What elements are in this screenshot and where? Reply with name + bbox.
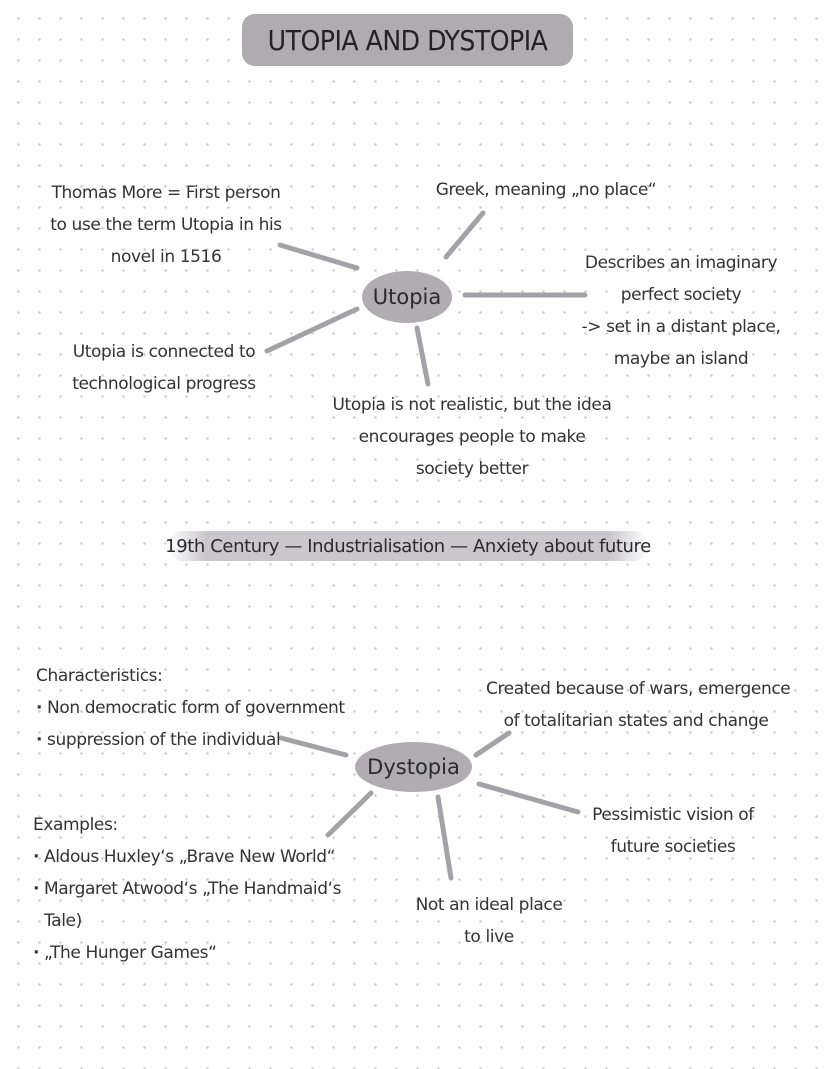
note-line: Greek, meaning „no place“ bbox=[435, 180, 657, 200]
list-item-text: Margaret Atwood‘s „The Handmaid‘s bbox=[44, 879, 342, 899]
note-line: novel in 1516 bbox=[110, 247, 222, 267]
note-line: Pessimistic vision of bbox=[592, 805, 754, 825]
note-line: -> set in a distant place, bbox=[581, 317, 781, 337]
note-line: Created because of wars, emergence bbox=[486, 679, 791, 699]
note-line: society better bbox=[415, 459, 529, 479]
page-title: UTOPIA AND DYSTOPIA bbox=[242, 14, 573, 66]
list-item: „The Hunger Games“ bbox=[33, 937, 343, 969]
note-pessimistic: Pessimistic vision of future societies bbox=[580, 799, 766, 863]
connector-dystopia-ideal bbox=[435, 794, 454, 881]
note-line: encourages people to make bbox=[358, 427, 586, 447]
note-characteristics: Characteristics: Non democratic form of … bbox=[36, 660, 345, 756]
note-line: Utopia is connected to bbox=[72, 342, 256, 362]
note-line: Utopia is not realistic, but the idea bbox=[332, 395, 612, 415]
note-greek-meaning: Greek, meaning „no place“ bbox=[430, 174, 662, 206]
connector-dystopia-created bbox=[473, 730, 512, 758]
connector-utopia-greek bbox=[443, 210, 486, 260]
connector-utopia-realistic bbox=[414, 325, 431, 387]
connector-dystopia-examples bbox=[325, 790, 374, 838]
dystopia-hub: Dystopia bbox=[355, 742, 472, 792]
list-item-continuation: Tale) bbox=[44, 911, 82, 931]
note-not-realistic: Utopia is not realistic, but the idea en… bbox=[327, 389, 617, 485]
note-line: future societies bbox=[610, 837, 736, 857]
list-item: Non democratic form of government bbox=[36, 692, 345, 724]
utopia-hub: Utopia bbox=[362, 271, 452, 323]
note-line: of totalitarian states and change bbox=[503, 711, 769, 731]
note-not-ideal: Not an ideal place to live bbox=[406, 889, 572, 953]
note-thomas-more: Thomas More = First person to use the te… bbox=[40, 177, 292, 273]
note-line: technological progress bbox=[72, 374, 256, 394]
connector-utopia-tech bbox=[264, 306, 360, 354]
note-examples: Examples: Aldous Huxley‘s „Brave New Wor… bbox=[33, 809, 343, 969]
note-technological-progress: Utopia is connected to technological pro… bbox=[64, 336, 264, 400]
note-line: Not an ideal place bbox=[415, 895, 563, 915]
note-created-because: Created because of wars, emergence of to… bbox=[486, 673, 791, 737]
note-line: Describes an imaginary bbox=[584, 253, 778, 273]
note-line: to use the term Utopia in his bbox=[50, 215, 282, 235]
examples-list: Aldous Huxley‘s „Brave New World“ Margar… bbox=[33, 841, 343, 969]
characteristics-heading: Characteristics: bbox=[36, 666, 163, 686]
examples-heading: Examples: bbox=[33, 815, 118, 835]
note-line: perfect society bbox=[620, 285, 742, 305]
note-line: Thomas More = First person bbox=[51, 183, 281, 203]
note-describes: Describes an imaginary perfect society -… bbox=[580, 247, 782, 375]
connector-utopia-thomas-more bbox=[277, 242, 360, 271]
note-line: maybe an island bbox=[613, 349, 749, 369]
characteristics-list: Non democratic form of government suppre… bbox=[36, 692, 345, 756]
note-line: to live bbox=[464, 927, 514, 947]
connector-dystopia-pessimistic bbox=[476, 781, 581, 815]
list-item: Margaret Atwood‘s „The Handmaid‘s Tale) bbox=[33, 873, 343, 937]
timeline-highlight: 19th Century — Industrialisation — Anxie… bbox=[165, 531, 651, 561]
list-item: Aldous Huxley‘s „Brave New World“ bbox=[33, 841, 343, 873]
list-item: suppression of the individual bbox=[36, 724, 336, 756]
